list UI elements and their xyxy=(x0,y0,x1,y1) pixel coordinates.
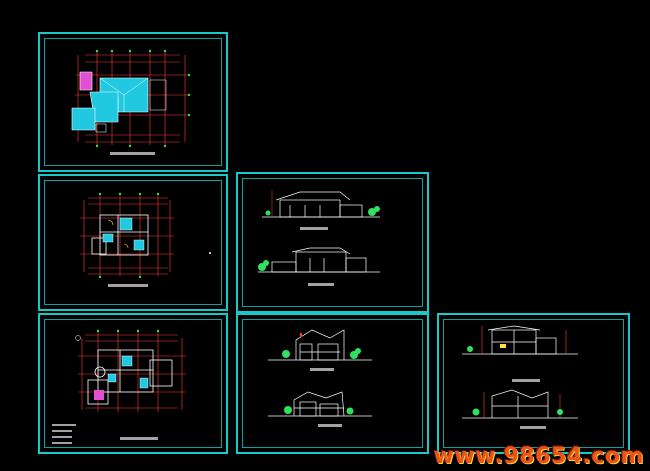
sheet-roof-plan[interactable] xyxy=(38,32,228,172)
sheet-second-floor-plan[interactable] xyxy=(38,174,228,311)
sheet-sections[interactable] xyxy=(437,313,630,454)
section-lower-drawing xyxy=(462,389,578,429)
side-elevation-lower-drawing xyxy=(268,391,372,427)
section-upper-drawing xyxy=(462,325,578,382)
front-elevation-drawing xyxy=(262,190,380,230)
sheet-side-elevations[interactable] xyxy=(236,313,429,454)
first-floor-plan-drawing xyxy=(52,329,186,444)
second-floor-plan-drawing xyxy=(80,192,211,287)
sheet-first-floor-plan[interactable] xyxy=(38,313,228,454)
roof-plan-drawing xyxy=(71,49,191,155)
rear-elevation-drawing xyxy=(258,247,380,286)
side-elevation-upper-drawing xyxy=(268,329,372,371)
site-watermark: www.98654.com xyxy=(433,444,644,469)
sheet-front-back-elevations[interactable] xyxy=(236,172,429,313)
